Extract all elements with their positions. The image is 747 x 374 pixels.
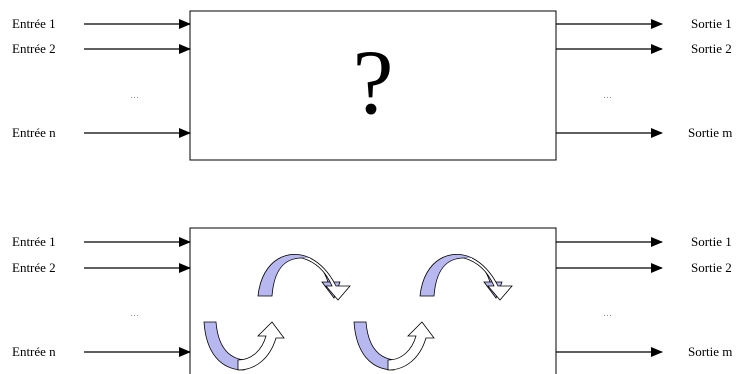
input-label-n: Entrée n <box>12 344 56 359</box>
input-label-1: Entrée 1 <box>12 16 56 31</box>
input-ellipsis: … <box>130 308 139 318</box>
input-label-2: Entrée 2 <box>12 41 56 56</box>
input-label-n: Entrée n <box>12 125 56 140</box>
output-label-m: Sortie m <box>688 125 732 140</box>
input-label-1: Entrée 1 <box>12 234 56 249</box>
input-label-2: Entrée 2 <box>12 260 56 275</box>
output-ellipsis: … <box>603 90 612 100</box>
output-label-1: Sortie 1 <box>691 16 732 31</box>
top-diagram: ? Entrée 1 Entrée 2 … Entrée n Sortie 1 … <box>12 10 732 161</box>
output-label-2: Sortie 2 <box>691 41 732 56</box>
curved-arrow-icon <box>353 321 435 371</box>
output-label-2: Sortie 2 <box>691 260 732 275</box>
output-ellipsis: … <box>603 308 612 318</box>
output-label-1: Sortie 1 <box>691 234 732 249</box>
output-label-m: Sortie m <box>688 344 732 359</box>
bottom-diagram: Entrée 1 Entrée 2 … Entrée n Sortie 1 So… <box>12 227 732 374</box>
question-mark: ? <box>353 31 394 133</box>
curved-arrow-icon <box>257 254 351 301</box>
curved-arrow-icon <box>419 254 513 301</box>
curved-arrow-icon <box>203 321 285 371</box>
black-box <box>189 10 557 161</box>
input-ellipsis: … <box>130 90 139 100</box>
